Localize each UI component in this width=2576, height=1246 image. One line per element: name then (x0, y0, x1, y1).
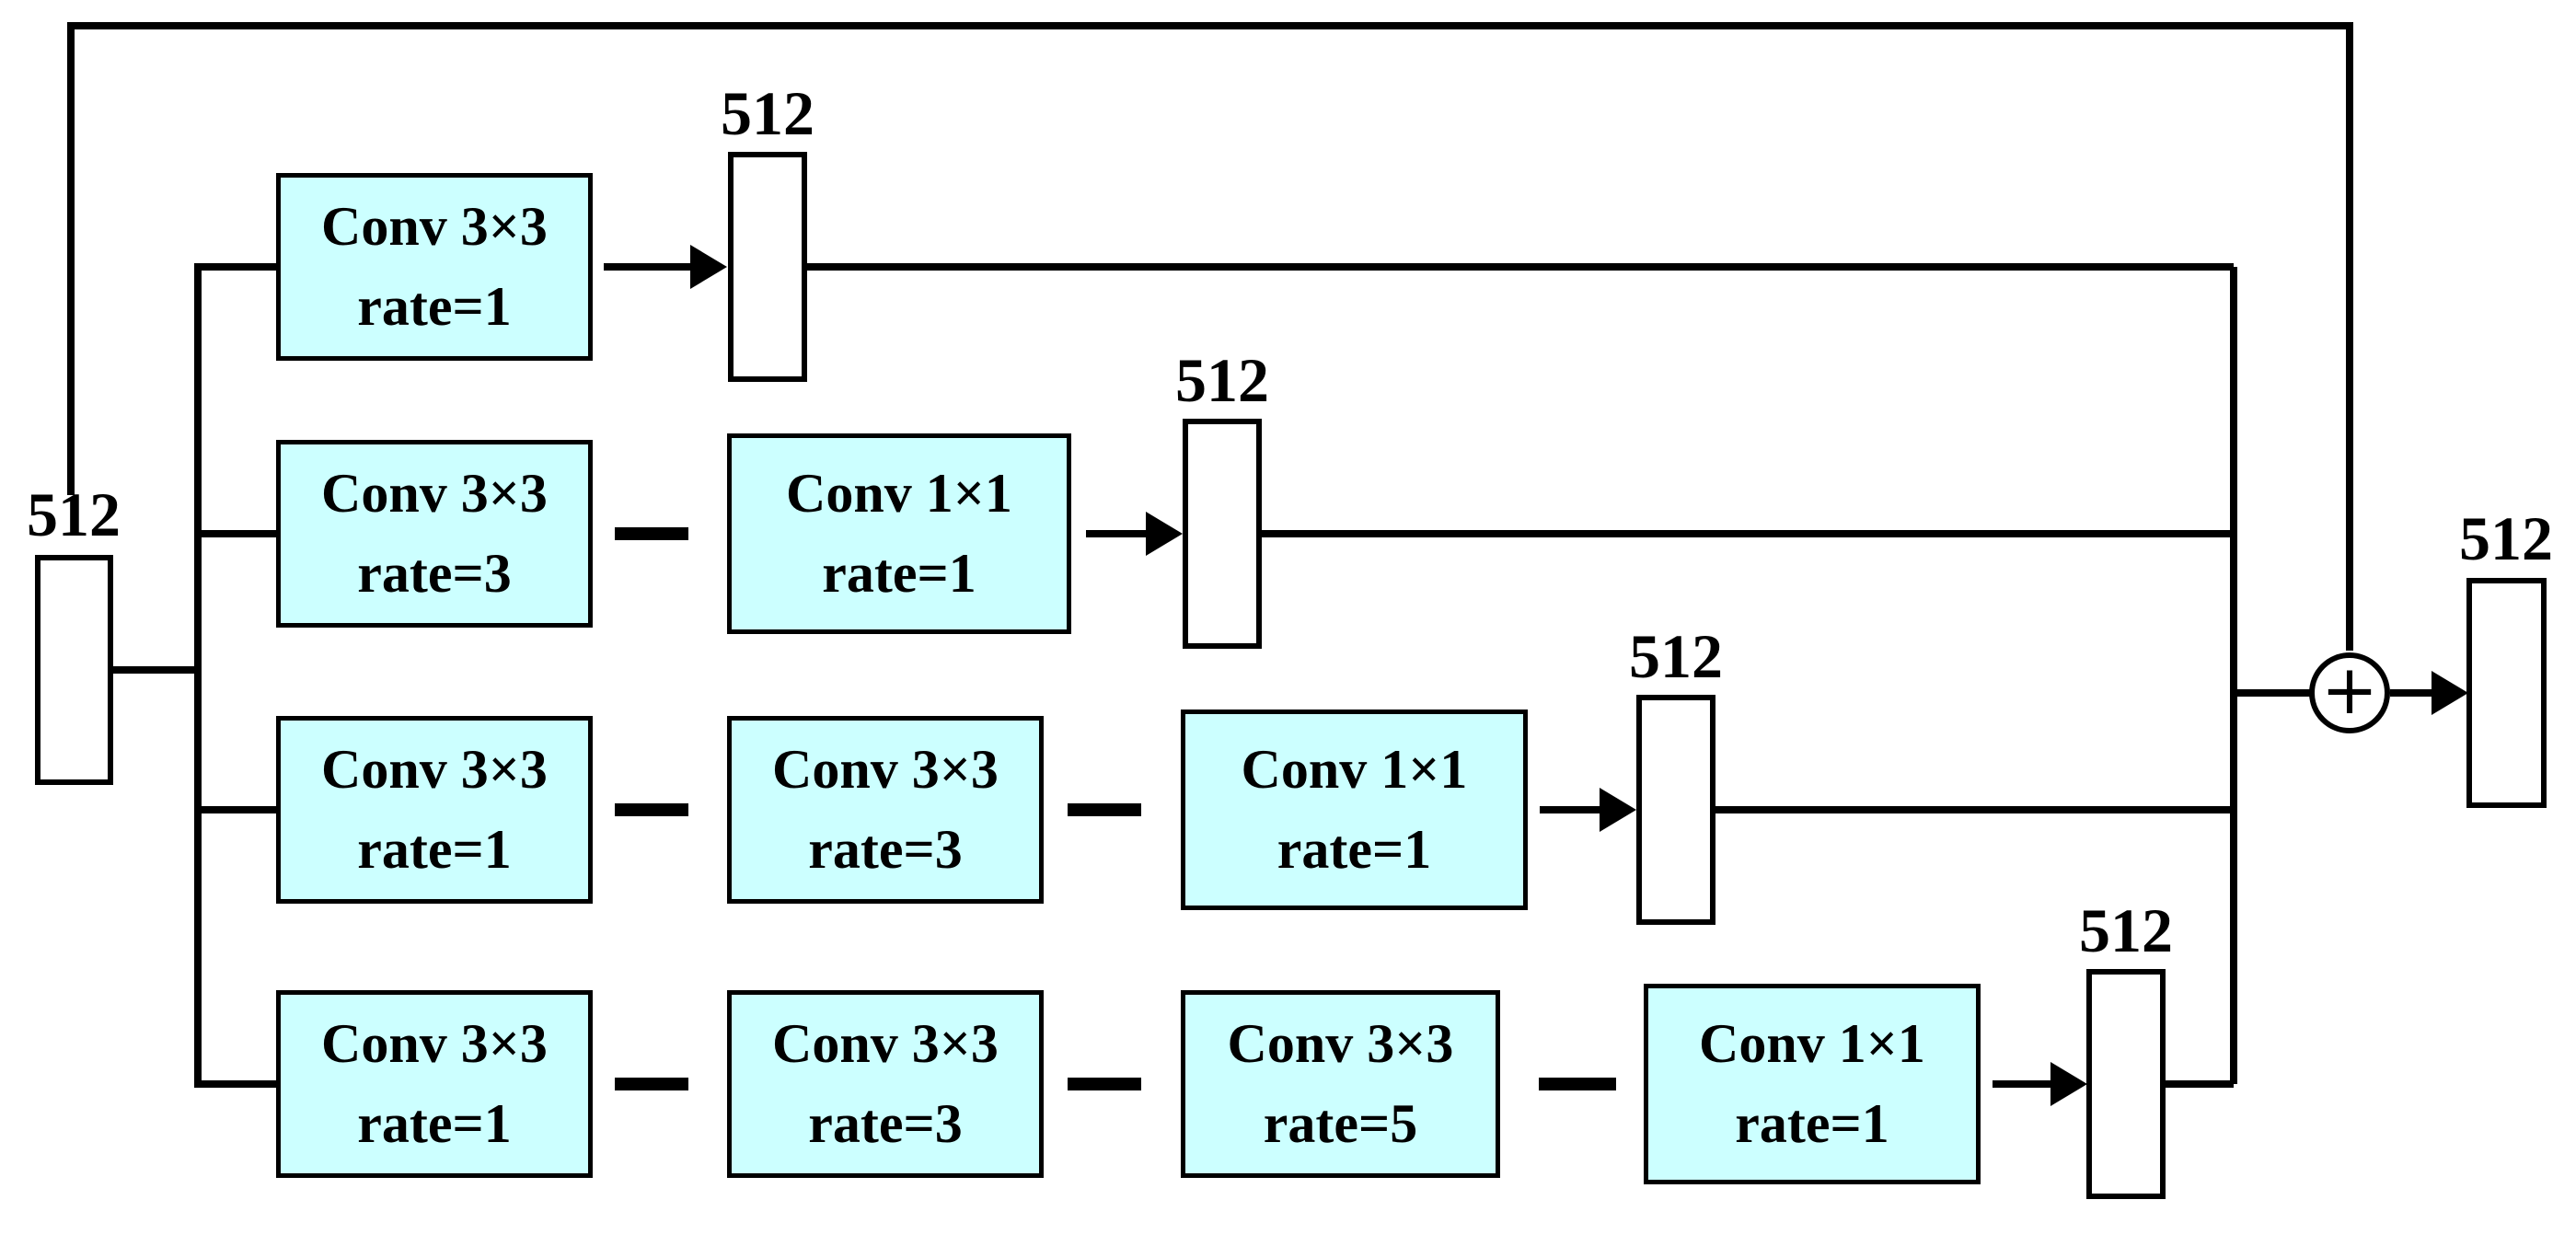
conv-op-label: Conv 1×1 (1241, 739, 1468, 800)
arrowhead-icon (2050, 1062, 2087, 1106)
conv-op-label: Conv 3×3 (321, 1013, 548, 1074)
branch4-feature-map (2086, 969, 2166, 1199)
conv-rate-label: rate=1 (357, 1093, 512, 1154)
sum-node: + (2309, 652, 2390, 733)
conv-op-label: Conv 1×1 (786, 463, 1012, 524)
conv-rate-label: rate=1 (357, 819, 512, 880)
branch3-feature-map (1636, 695, 1715, 925)
conv-box-branch3-op2: Conv 3×3 rate=3 (727, 716, 1044, 904)
conv-rate-label: rate=3 (357, 543, 512, 604)
output-feature-map (2466, 578, 2547, 808)
branch2-feature-map (1183, 419, 1262, 649)
conv-op-label: Conv 3×3 (1227, 1013, 1454, 1074)
conv-op-label: Conv 1×1 (1699, 1013, 1925, 1074)
conv-rate-label: rate=1 (1735, 1093, 1889, 1154)
conv-rate-label: rate=1 (1276, 819, 1432, 880)
left-trunk-and-branch-stubs (194, 263, 278, 1088)
conv-box-branch3-op3: Conv 1×1 rate=1 (1181, 710, 1528, 910)
plus-icon: + (2320, 651, 2378, 730)
arrowhead-icon (690, 245, 727, 289)
conv-op-label: Conv 3×3 (772, 739, 999, 800)
conv-box-branch4-op1: Conv 3×3 rate=1 (276, 990, 593, 1178)
arrowhead-icon (1600, 788, 1636, 832)
conv-box-branch4-op2: Conv 3×3 rate=3 (727, 990, 1044, 1178)
conv-op-label: Conv 3×3 (772, 1013, 999, 1074)
branch3-channels-label: 512 (1629, 621, 1723, 691)
conv-rate-label: rate=1 (822, 543, 976, 604)
conv-box-branch4-op4: Conv 1×1 rate=1 (1644, 984, 1981, 1184)
conv-box-branch2-op2: Conv 1×1 rate=1 (727, 433, 1071, 634)
conv-op-label: Conv 3×3 (321, 196, 548, 257)
conv-rate-label: rate=5 (1263, 1093, 1418, 1154)
input-feature-map (35, 555, 113, 785)
branch1-feature-map (728, 152, 807, 382)
conv-op-label: Conv 3×3 (321, 463, 548, 524)
arrowhead-icon (1146, 512, 1183, 556)
branch1-channels-label: 512 (721, 78, 814, 148)
conv-box-branch4-op3: Conv 3×3 rate=5 (1181, 990, 1500, 1178)
conv-box-branch3-op1: Conv 3×3 rate=1 (276, 716, 593, 904)
conv-rate-label: rate=3 (808, 819, 963, 880)
branch4-channels-label: 512 (2079, 895, 2173, 965)
conv-rate-label: rate=1 (357, 276, 512, 337)
branch2-channels-label: 512 (1175, 345, 1269, 415)
conv-box-branch1-op1: Conv 3×3 rate=1 (276, 173, 593, 361)
conv-rate-label: rate=3 (808, 1093, 963, 1154)
conv-box-branch2-op1: Conv 3×3 rate=3 (276, 440, 593, 628)
output-channels-label: 512 (2459, 503, 2553, 573)
conv-op-label: Conv 3×3 (321, 739, 548, 800)
skip-connection-line (67, 22, 2353, 651)
arrowhead-icon (2432, 671, 2468, 715)
input-channels-label: 512 (27, 479, 121, 549)
